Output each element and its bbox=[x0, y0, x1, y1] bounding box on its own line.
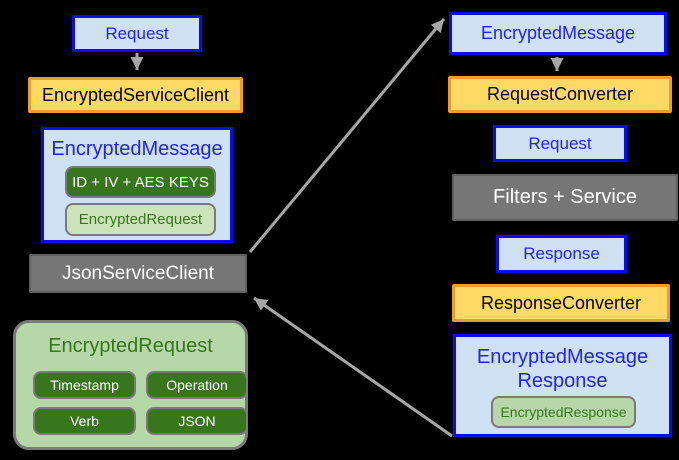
encrypted-message-response-title: EncryptedMessage Response bbox=[476, 346, 649, 392]
encrypted-request-inner-box: EncryptedRequest bbox=[65, 203, 216, 236]
encrypted-request-detail-box: EncryptedRequest Timestamp Operation Ver… bbox=[13, 320, 248, 450]
encrypted-message-response-box: EncryptedMessage Response EncryptedRespo… bbox=[453, 334, 672, 437]
operation-box: Operation bbox=[146, 371, 248, 399]
encrypted-service-client-box: EncryptedServiceClient bbox=[28, 77, 243, 113]
verb-box: Verb bbox=[33, 407, 136, 435]
request-converter-box: RequestConverter bbox=[448, 76, 672, 113]
encrypted-request-title: EncryptedRequest bbox=[48, 335, 213, 357]
encrypted-response-box: EncryptedResponse bbox=[491, 396, 636, 428]
encrypted-message-right-box: EncryptedMessage bbox=[449, 12, 667, 55]
filters-service-box: Filters + Service bbox=[452, 174, 678, 221]
timestamp-box: Timestamp bbox=[33, 371, 136, 399]
json-service-client-box: JsonServiceClient bbox=[29, 254, 247, 293]
request-box: Request bbox=[72, 15, 202, 52]
encrypted-message-box: EncryptedMessage ID + IV + AES KEYS Encr… bbox=[41, 127, 233, 243]
id-iv-aes-keys-box: ID + IV + AES KEYS bbox=[65, 166, 216, 198]
request-right-box: Request bbox=[493, 125, 627, 162]
json-box: JSON bbox=[146, 407, 248, 435]
response-converter-box: ResponseConverter bbox=[452, 284, 670, 322]
arrow-encrypted-message-response-to-json-service-client bbox=[253, 296, 453, 438]
response-box: Response bbox=[496, 235, 627, 273]
arrow-json-service-client-to-encrypted-message bbox=[248, 18, 446, 253]
encrypted-message-title: EncryptedMessage bbox=[51, 138, 223, 160]
